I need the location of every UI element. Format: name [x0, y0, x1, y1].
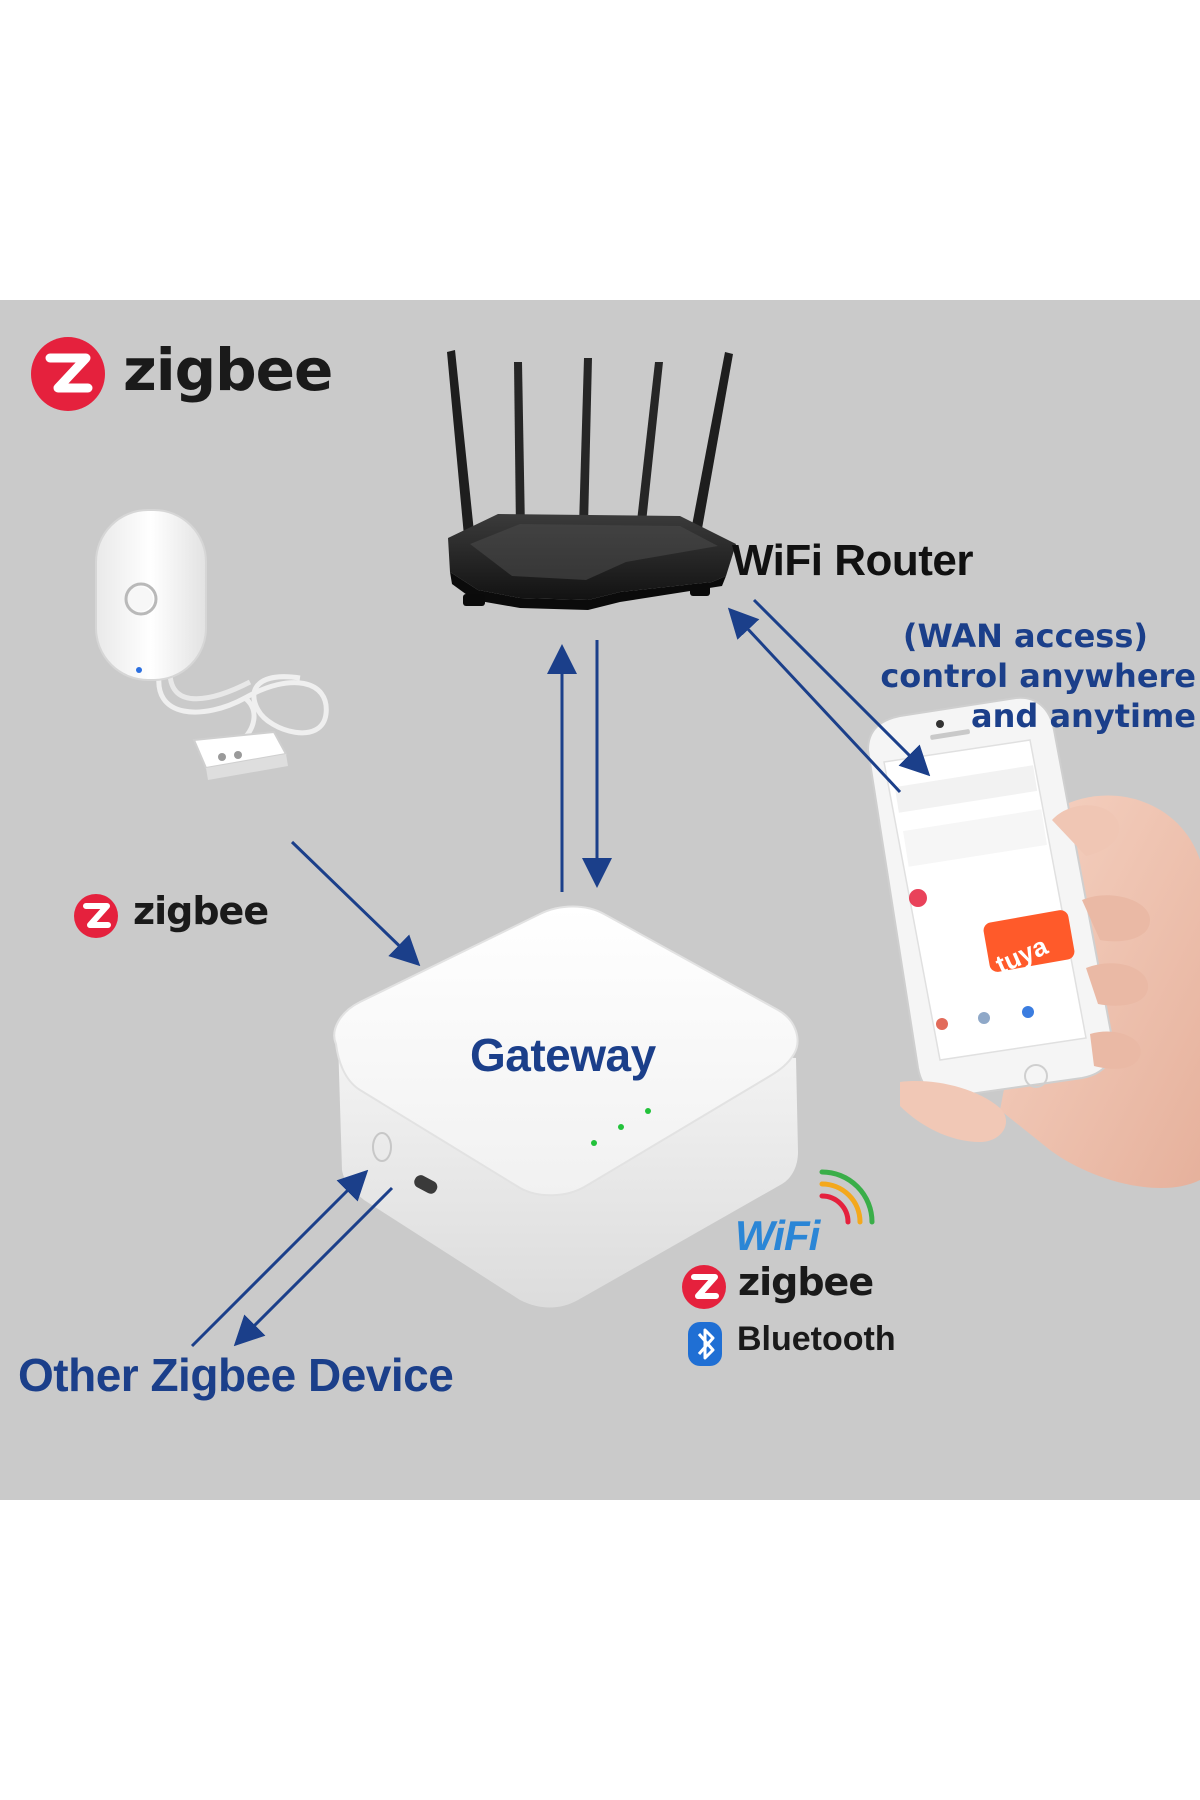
zigbee-sensor-device-icon [95, 509, 329, 780]
arrow-phone-to-router [727, 607, 902, 794]
zigbee-logo-top-text: zigbee [123, 336, 333, 404]
connection-arrows [190, 598, 931, 1348]
wifi-signal-icon [819, 1169, 875, 1225]
other-zigbee-device-label: Other Zigbee Device [18, 1349, 454, 1401]
diagram-panel: zigbee zigbee WiFi Router Gateway (WAN a… [0, 300, 1200, 1500]
wan-access-caption: (WAN access) control anywhere and anytim… [880, 616, 1196, 736]
arrow-device-to-gateway [190, 1169, 369, 1348]
anytime-line: and anytime [971, 697, 1196, 735]
zigbee-logo-gateway-text: zigbee [738, 1260, 874, 1304]
gateway-device-icon [333, 905, 799, 1308]
wifi-logo-text: WiFi [735, 1212, 820, 1259]
zigbee-logo-top-icon [31, 337, 105, 411]
wifi-router-icon [447, 350, 736, 610]
zigbee-logo-sensor-icon [74, 894, 118, 938]
gateway-label: Gateway [470, 1029, 656, 1081]
control-anywhere-line: control anywhere [880, 657, 1196, 695]
diagram-scene [31, 337, 1200, 1366]
arrow-gateway-to-device [233, 1186, 394, 1347]
bluetooth-icon [688, 1322, 722, 1366]
wifi-router-label: WiFi Router [732, 536, 973, 585]
smartphone-in-hand-icon [866, 696, 1200, 1189]
arrow-sensor-to-gateway [290, 840, 421, 967]
bluetooth-logo-text: Bluetooth [737, 1320, 896, 1358]
zigbee-logo-sensor-text: zigbee [133, 889, 269, 933]
zigbee-logo-gateway-icon [682, 1265, 726, 1309]
wan-access-line: (WAN access) [902, 617, 1148, 655]
arrow-router-to-phone [752, 598, 931, 777]
